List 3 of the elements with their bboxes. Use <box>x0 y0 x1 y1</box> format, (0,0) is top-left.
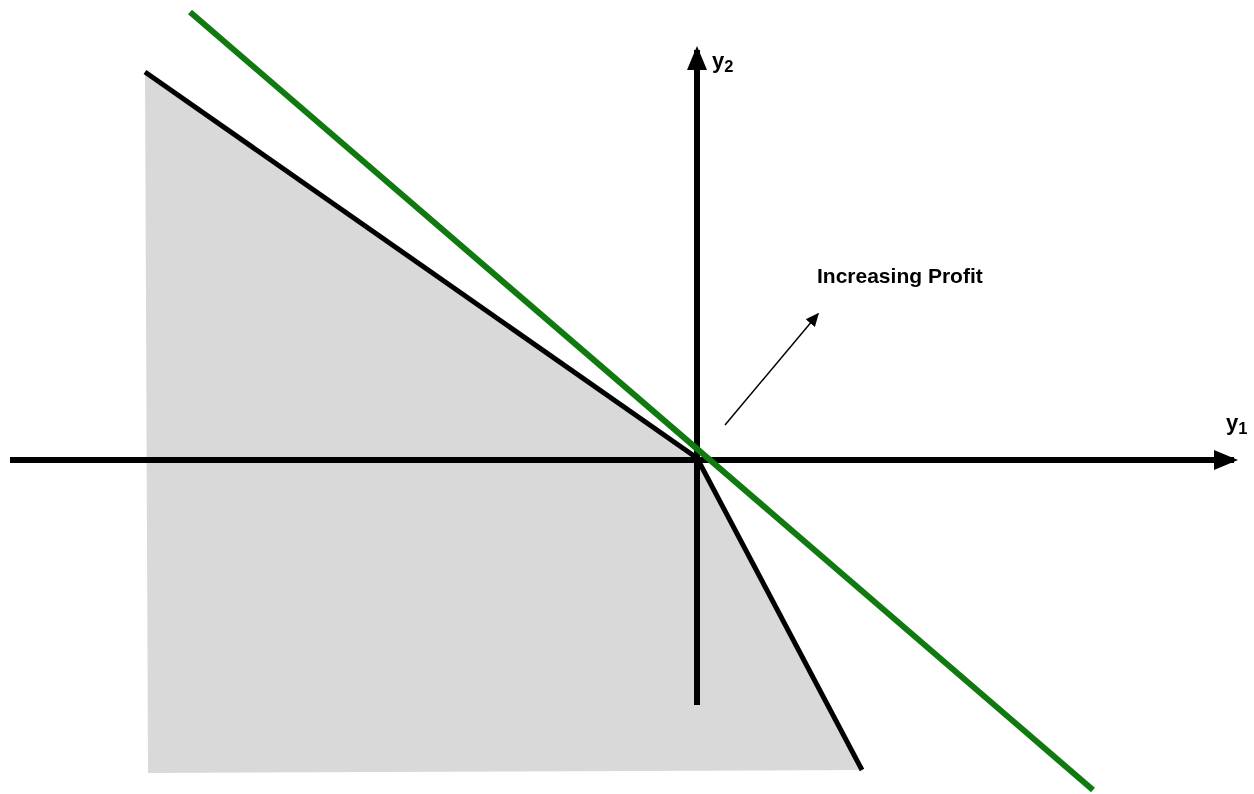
direction-label: Increasing Profit <box>817 265 983 286</box>
axis-label: y$_{1}$ <box>1226 412 1248 434</box>
axis-label: y$_{2}$ <box>712 50 734 72</box>
